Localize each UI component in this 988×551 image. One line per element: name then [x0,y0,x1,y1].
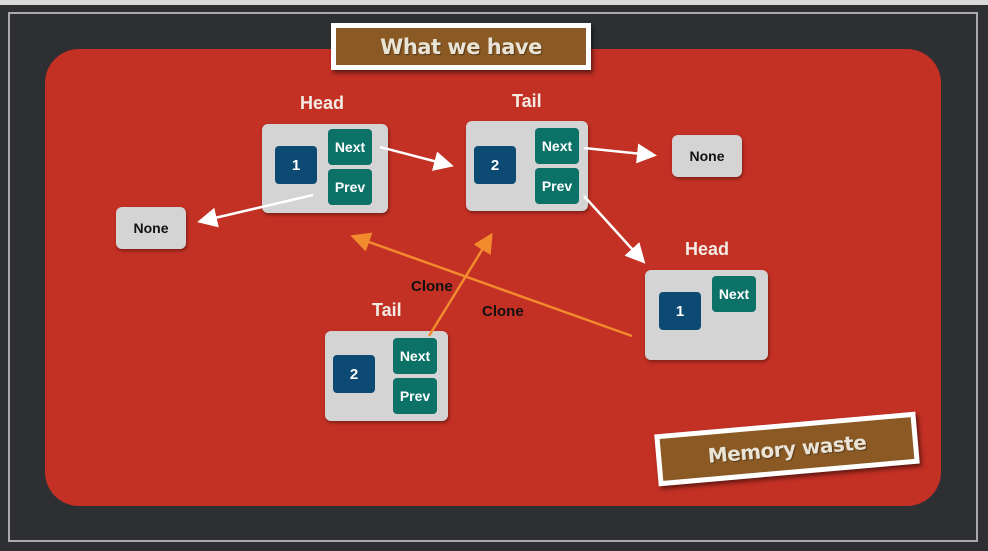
slide-frame [8,12,978,542]
head-node-next: Next [328,129,372,165]
tail-node-value: 2 [474,146,516,184]
clone-label-b: Clone [482,303,524,320]
arrow-tail-next-to-none [583,143,657,164]
clone-head-node: 1 Next [645,270,768,360]
head-node-prev: Prev [328,169,372,205]
title-banner-text: What we have [336,28,586,65]
arrow-head-prev-to-none [197,193,314,228]
head-node-value: 1 [275,146,317,184]
tail-node: 2 Next Prev [466,121,588,211]
clone-tail-node-value: 2 [333,355,375,393]
clone-label-a: Clone [411,278,453,295]
none-left: None [116,207,186,249]
clone-tail-node-next: Next [393,338,437,374]
arrow-clone-head-to-head [350,232,633,338]
clone-head-node-next: Next [712,276,756,312]
arrow-head-next-to-tail [379,145,454,171]
clone-tail-node-prev: Prev [393,378,437,414]
clone-tail-node: 2 Next Prev [325,331,448,421]
none-right: None [672,135,742,177]
tail-label: Tail [512,91,542,111]
title-banner: What we have [331,23,591,70]
arrow-tail-prev-to-clone-head [583,195,646,264]
clone-head-label: Head [685,239,730,259]
head-node: 1 Next Prev [262,124,388,213]
tail-node-next: Next [535,128,579,164]
clone-tail-label: Tail [372,300,402,320]
arrow-clone-tail-to-tail [427,232,493,337]
clone-head-node-value: 1 [659,292,701,330]
tail-node-prev: Prev [535,168,579,204]
head-label: Head [300,93,345,113]
